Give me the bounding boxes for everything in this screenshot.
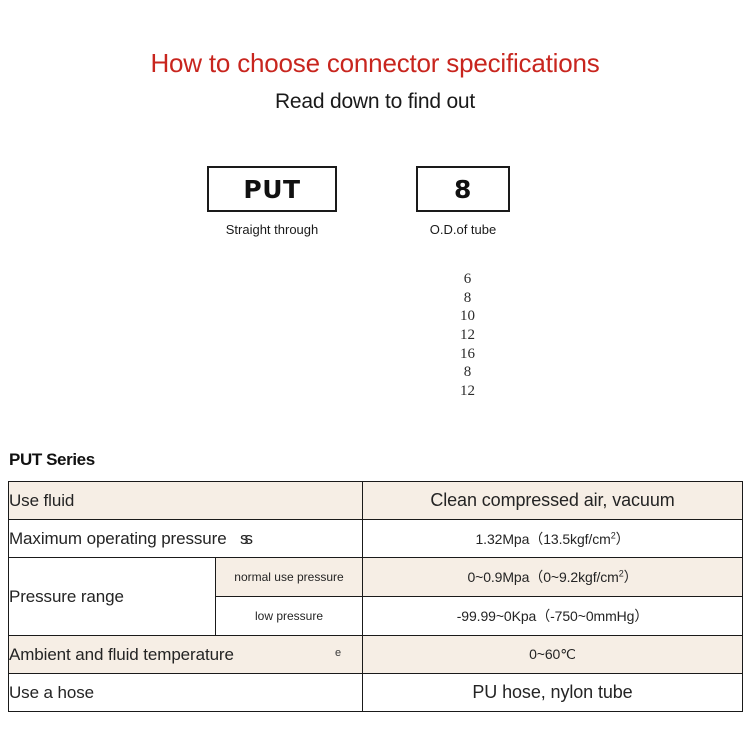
spec-label-ambient-fluid-temperature-text: Ambient and fluid temperature <box>9 644 234 664</box>
value-superscript: 2 <box>618 568 624 579</box>
code-box-tube-od-text: 8 <box>454 174 472 204</box>
spec-label-use-a-hose: Use a hose <box>8 673 363 712</box>
list-item[interactable]: 12 <box>460 383 475 400</box>
value-paren-close: ） <box>623 569 638 585</box>
spec-value-normal-use-pressure: 0~0.9Mpa（0~9.2kgf/cm2） <box>362 557 743 597</box>
spec-label-max-operating-pressure: Maximum operating pressure ss <box>8 519 363 558</box>
spec-sublabel-normal-use-pressure: normal use pressure <box>215 557 363 597</box>
list-item[interactable]: 16 <box>460 345 475 362</box>
list-item[interactable]: 8 <box>463 289 472 306</box>
spec-sublabel-low-pressure: low pressure <box>215 596 363 636</box>
table-row: Ambient and fluid temperature e 0~60℃ <box>8 635 743 674</box>
spec-value-max-operating-pressure: 1.32Mpa（13.5kgf/cm2） <box>362 519 743 558</box>
list-item[interactable]: 8 <box>463 364 472 381</box>
series-heading: PUT Series <box>9 450 95 469</box>
tube-od-option-list: 6 8 10 12 16 8 12 <box>400 270 535 401</box>
code-box-series[interactable]: PUT <box>207 166 337 212</box>
scan-artifact-glyph: ss <box>240 529 253 548</box>
table-row: Use fluid Clean compressed air, vacuum <box>8 481 743 520</box>
spec-table: Use fluid Clean compressed air, vacuum M… <box>8 481 743 712</box>
code-box-tube-od-caption: O.D.of tube <box>429 222 497 237</box>
value-paren: （13.5kgf/cm <box>529 530 611 547</box>
value-paren-close: ） <box>615 530 630 547</box>
spec-label-pressure-range: Pressure range <box>8 557 216 636</box>
page-title: How to choose connector specifications <box>150 48 600 78</box>
page-subtitle: Read down to find out <box>274 90 476 113</box>
list-item[interactable]: 6 <box>463 271 472 287</box>
value-superscript: 2 <box>610 529 616 540</box>
table-row: Maximum operating pressure ss 1.32Mpa（13… <box>8 519 743 558</box>
spec-value-ambient-fluid-temperature: 0~60℃ <box>362 635 743 674</box>
list-item[interactable]: 12 <box>460 327 475 344</box>
spec-label-max-operating-pressure-text: Maximum operating pressure <box>9 528 227 548</box>
spec-label-use-fluid: Use fluid <box>8 481 363 520</box>
value-main: -99.99~0Kpa <box>456 608 537 624</box>
value-paren: （0~9.2kgf/cm <box>529 569 619 585</box>
scan-artifact-glyph: e <box>335 647 342 659</box>
code-box-series-caption: Straight through <box>225 222 319 237</box>
code-box-tube-od[interactable]: 8 <box>416 166 510 212</box>
spec-value-low-pressure: -99.99~0Kpa（-750~0mmHg） <box>362 596 743 636</box>
table-row: Use a hose PU hose, nylon tube <box>8 673 743 712</box>
value-paren: （-750~0mmHg） <box>536 608 649 624</box>
value-main: 0~0.9Mpa <box>467 569 530 585</box>
table-row: Pressure range normal use pressure 0~0.9… <box>8 557 743 636</box>
value-main: 1.32Mpa <box>475 530 530 547</box>
spec-label-ambient-fluid-temperature: Ambient and fluid temperature e <box>8 635 363 674</box>
spec-value-use-fluid: Clean compressed air, vacuum <box>362 481 743 520</box>
list-item[interactable]: 10 <box>460 308 475 325</box>
spec-value-use-a-hose: PU hose, nylon tube <box>362 673 743 712</box>
code-box-series-text: PUT <box>243 174 301 204</box>
